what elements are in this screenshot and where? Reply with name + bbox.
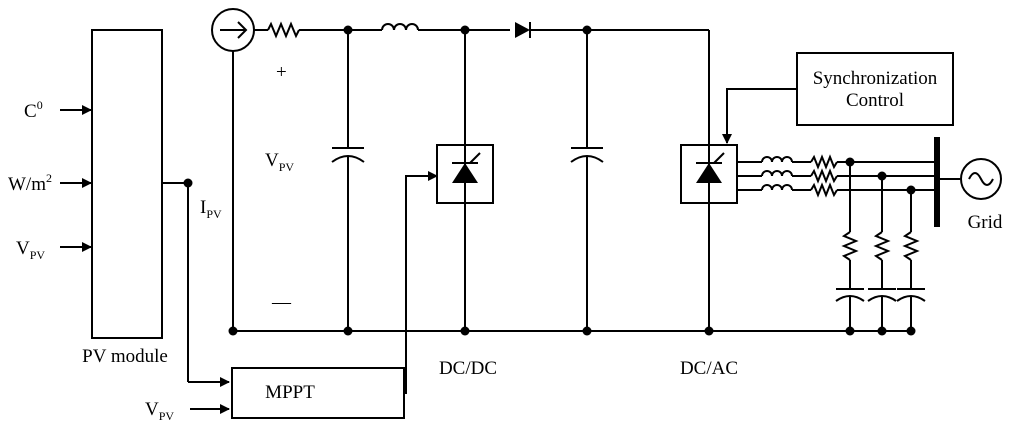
pv-module-block bbox=[91, 29, 163, 339]
vpv-label: V bbox=[265, 150, 279, 171]
ipv-label: I bbox=[200, 197, 206, 218]
thyristor-icon bbox=[696, 145, 725, 203]
inductor-icon bbox=[381, 23, 419, 31]
diode-icon bbox=[515, 22, 530, 38]
irradiance-label: W/m bbox=[8, 174, 46, 195]
grid-label: Grid bbox=[968, 212, 1003, 233]
resistor-icon bbox=[267, 21, 300, 39]
mppt-control-line bbox=[404, 175, 437, 394]
svg-text:VPV: VPV bbox=[16, 238, 45, 262]
svg-text:IPV: IPV bbox=[200, 197, 222, 221]
svg-text:C0: C0 bbox=[24, 98, 43, 122]
sync-label-line1: Synchronization bbox=[813, 68, 938, 89]
pv-module-label: PV module bbox=[82, 346, 168, 367]
irradiance-sup: 2 bbox=[46, 171, 52, 185]
vpv-mppt-label: V bbox=[145, 399, 159, 420]
sync-control-line bbox=[726, 88, 797, 142]
mppt-block bbox=[231, 367, 405, 419]
ipv-sub: PV bbox=[206, 207, 222, 221]
svg-text:VPV: VPV bbox=[145, 399, 174, 423]
plus-sign: + bbox=[276, 62, 287, 83]
thyristor-icon bbox=[452, 145, 481, 203]
rc-filter-branch bbox=[896, 185, 926, 336]
rc-filter-branch bbox=[867, 171, 897, 336]
sync-control-block bbox=[796, 52, 954, 126]
input-irradiance: W/m2 bbox=[8, 171, 92, 195]
svg-text:W/m2: W/m2 bbox=[8, 171, 52, 195]
dcdc-label: DC/DC bbox=[439, 358, 497, 379]
temperature-label: C bbox=[24, 101, 37, 122]
capacitor-icon bbox=[331, 30, 365, 331]
vpv-input-sub: PV bbox=[30, 248, 46, 262]
capacitor-icon bbox=[570, 30, 604, 331]
rc-filter-branch bbox=[835, 157, 865, 336]
input-temperature: C0 bbox=[24, 98, 92, 122]
input-voltage: VPV bbox=[16, 238, 92, 262]
dcac-label: DC/AC bbox=[680, 358, 738, 379]
vpv-mppt-sub: PV bbox=[159, 409, 175, 423]
ac-source-icon bbox=[960, 158, 1002, 200]
minus-sign: — bbox=[271, 292, 292, 313]
three-phase-output bbox=[737, 154, 935, 198]
mppt-label: MPPT bbox=[265, 382, 315, 403]
sync-label-line2: Control bbox=[846, 90, 904, 111]
svg-text:VPV: VPV bbox=[265, 150, 294, 174]
vpv-sub: PV bbox=[279, 160, 295, 174]
vpv-input-label: V bbox=[16, 238, 30, 259]
temperature-sup: 0 bbox=[37, 98, 43, 112]
